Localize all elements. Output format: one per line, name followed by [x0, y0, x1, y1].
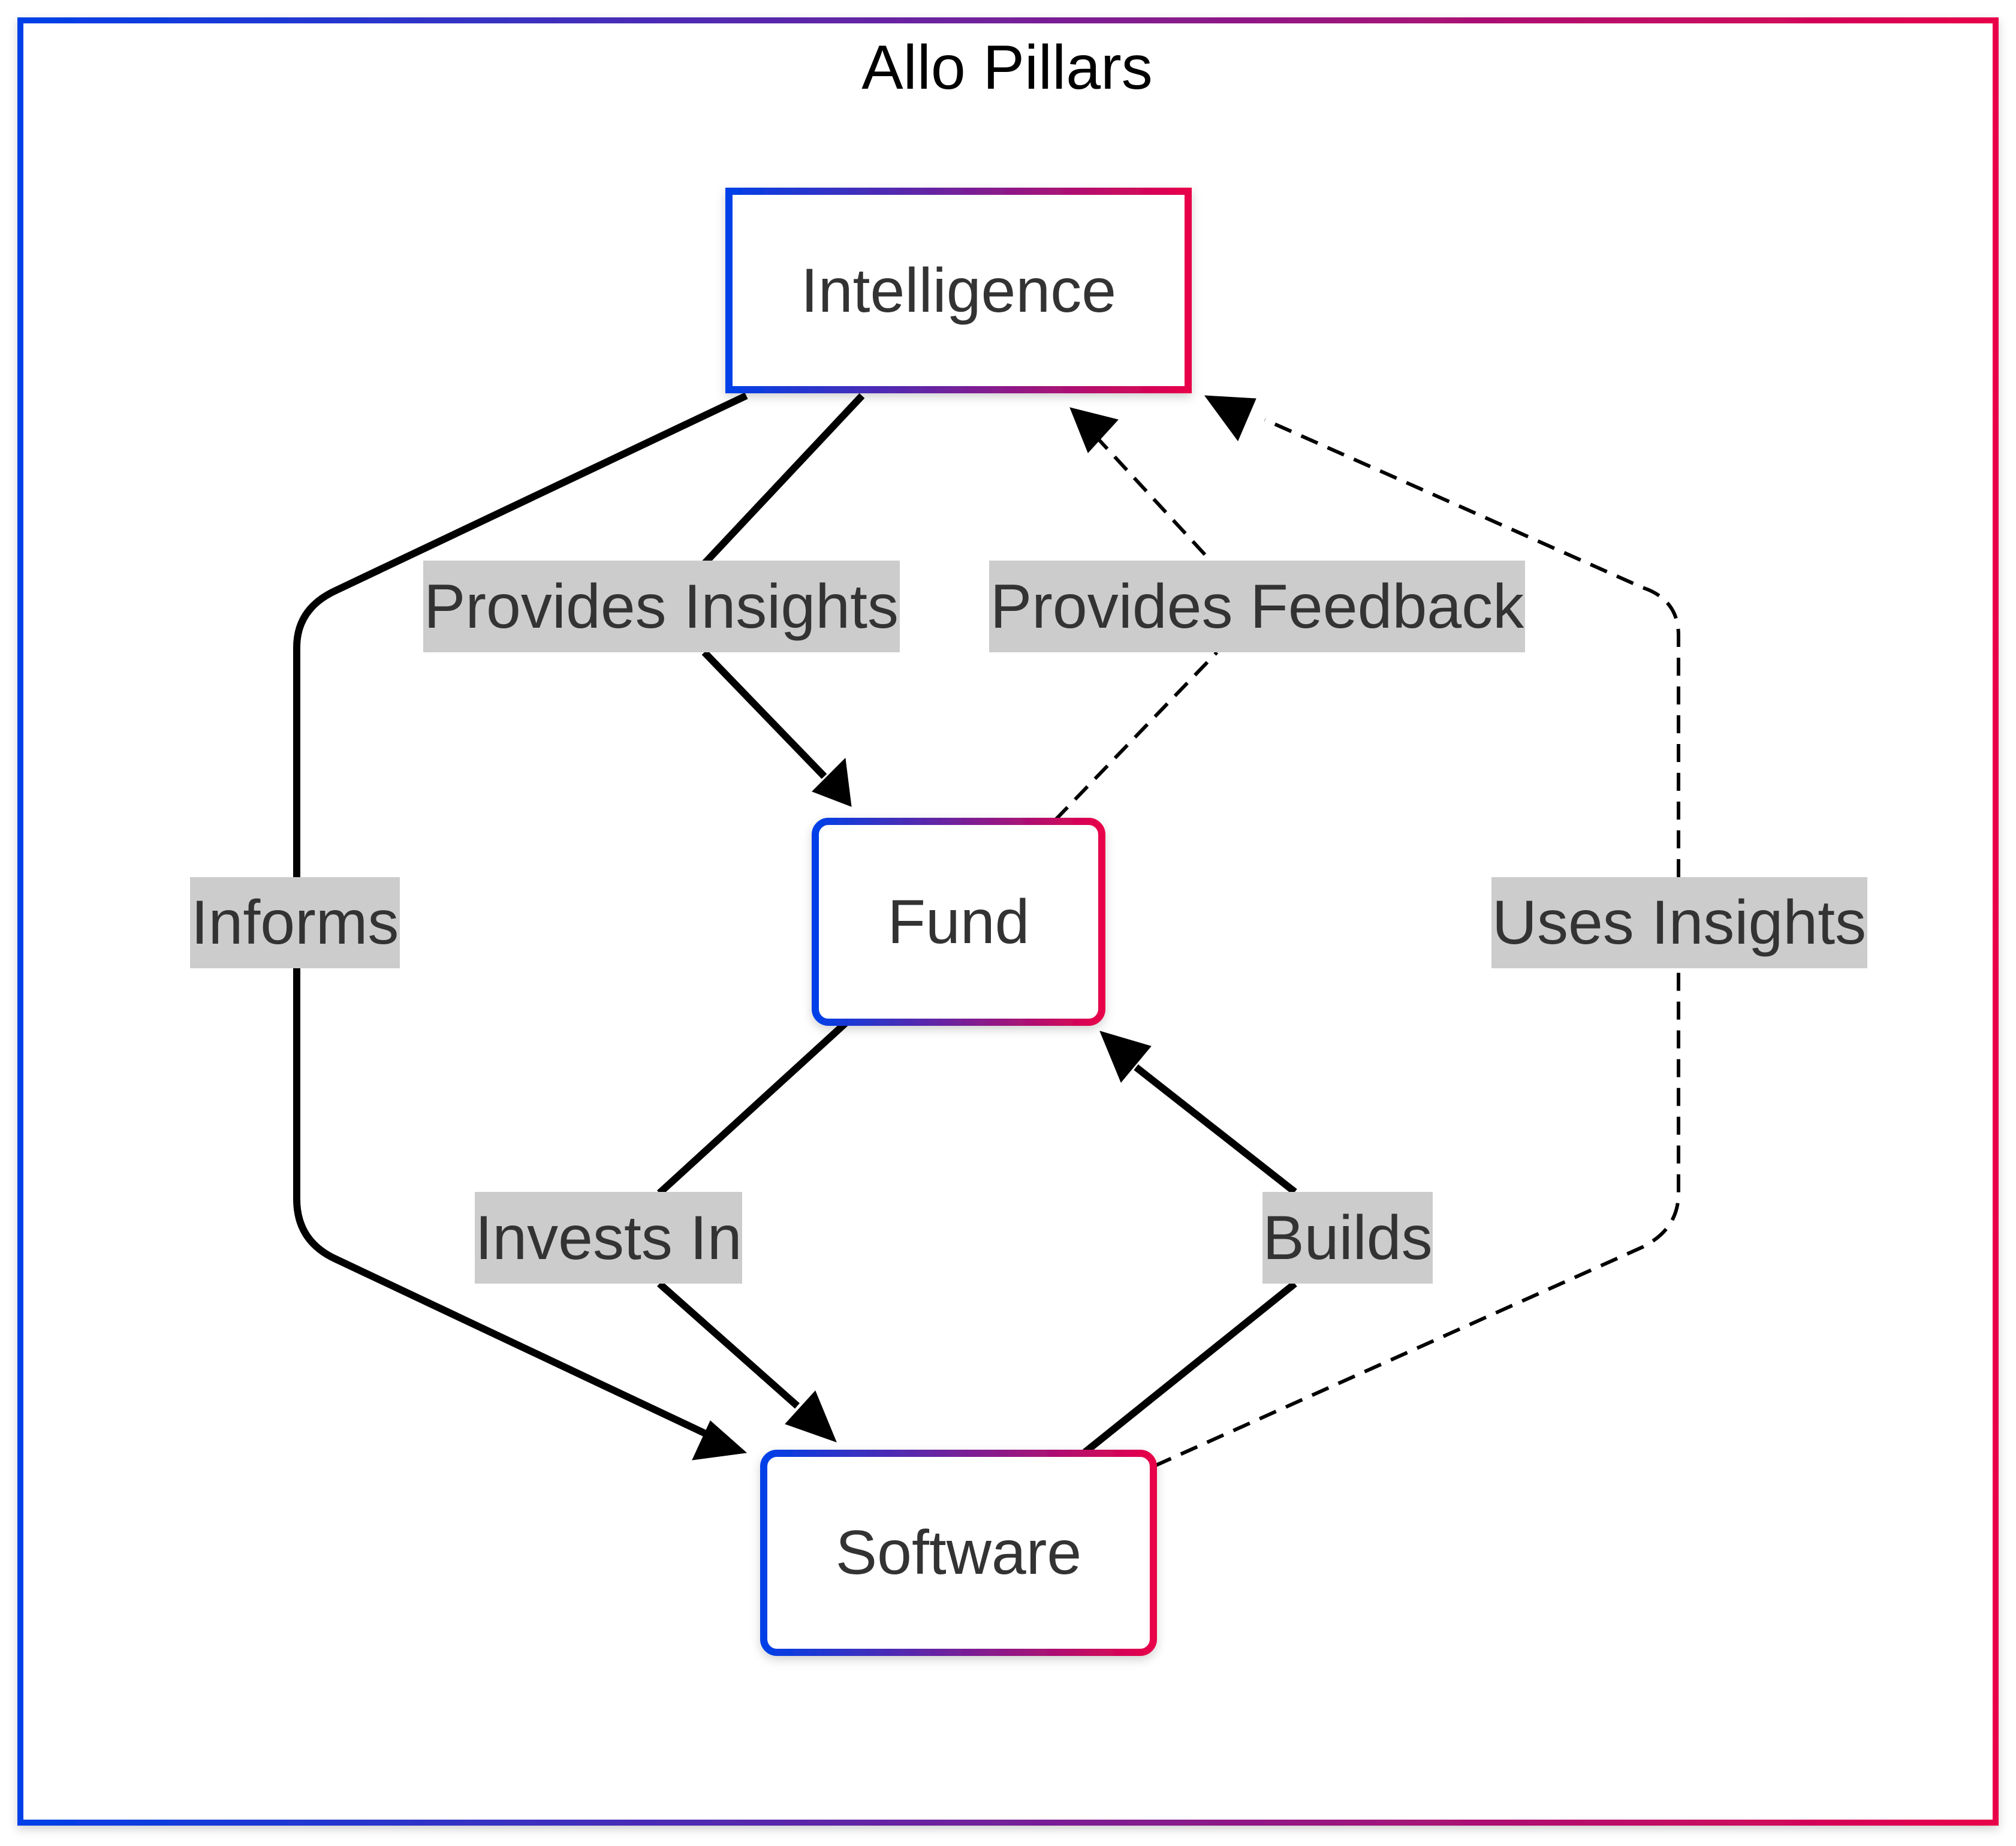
edge-invests-in[interactable] — [656, 1020, 848, 1409]
node-label: Intelligence — [801, 256, 1116, 326]
arrowhead-informs — [692, 1420, 748, 1460]
arrowhead-provides-feedback — [1069, 407, 1119, 453]
edge-label-uses-insights: Uses Insights — [1491, 877, 1867, 968]
edge-label-informs: Informs — [190, 877, 400, 968]
edge-uses-insights[interactable] — [1153, 418, 1680, 1468]
node-intelligence[interactable]: Intelligence — [725, 188, 1192, 393]
edge-builds[interactable] — [1083, 1064, 1297, 1455]
node-fund[interactable]: Fund — [812, 818, 1105, 1026]
edge-label-text: Builds — [1262, 1203, 1432, 1273]
edge-label-text: Provides Feedback — [990, 572, 1524, 642]
edges — [293, 392, 1680, 1468]
edge-provides-insights[interactable] — [701, 393, 865, 779]
node-software[interactable]: Software — [760, 1450, 1157, 1656]
arrowhead-builds — [1099, 1031, 1152, 1083]
edge-label-provides-feedback: Provides Feedback — [989, 561, 1525, 652]
edge-label-builds: Builds — [1262, 1192, 1433, 1284]
edge-label-provides-insights: Provides Insights — [423, 561, 900, 652]
node-label: Software — [836, 1518, 1081, 1588]
edge-label-text: Informs — [191, 888, 399, 957]
edge-provides-feedback[interactable] — [1053, 436, 1219, 822]
edge-label-text: Provides Insights — [424, 572, 899, 642]
arrowhead-invests-in — [785, 1390, 837, 1443]
diagram-title: Allo Pillars — [861, 33, 1152, 103]
arrowhead-uses-insights — [1204, 395, 1256, 442]
arrowhead-provides-insights — [812, 757, 852, 807]
node-label: Fund — [887, 887, 1029, 957]
edge-label-text: Uses Insights — [1492, 888, 1866, 957]
edge-label-invests-in: Invests In — [475, 1192, 742, 1284]
edge-label-text: Invests In — [475, 1203, 742, 1273]
